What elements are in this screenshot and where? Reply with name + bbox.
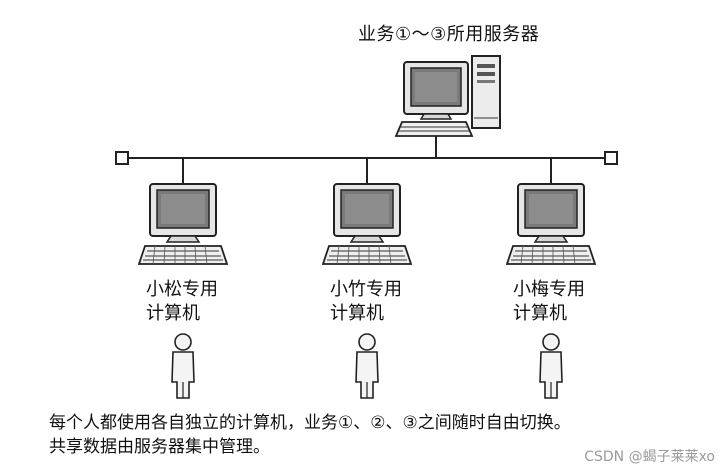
- server-title: 业务①～③所用服务器: [358, 24, 540, 45]
- desktop-computer-icon: [322, 183, 412, 265]
- caption-line: 共享数据由服务器集中管理。: [49, 437, 270, 457]
- caption: 每个人都使用各自独立的计算机，业务①、②、③之间随时自由切换。 共享数据由服务器…: [49, 411, 571, 459]
- computer-label-line: 计算机: [146, 303, 200, 324]
- computer-label-line: 小梅专用: [513, 279, 585, 300]
- computer-label-line: 小松专用: [146, 279, 218, 300]
- desktop-computer-icon: [506, 183, 596, 265]
- desktop-computer-icon: [138, 183, 228, 265]
- computer-label-matsu: 小松专用 计算机: [146, 278, 218, 326]
- caption-line: 每个人都使用各自独立的计算机，业务①、②、③之间随时自由切换。: [49, 413, 571, 433]
- network-bus-icon: [115, 136, 618, 183]
- computer-label-take: 小竹专用 计算机: [330, 278, 402, 326]
- computer-label-ume: 小梅专用 计算机: [513, 278, 585, 326]
- computer-label-line: 小竹专用: [330, 279, 402, 300]
- person-icon: [355, 333, 379, 399]
- computer-label-line: 计算机: [330, 303, 384, 324]
- person-icon: [171, 333, 195, 399]
- computer-label-line: 计算机: [513, 303, 567, 324]
- watermark: CSDN @蝎子莱莱xo: [584, 449, 715, 465]
- server-computer-icon: [394, 55, 501, 137]
- person-icon: [539, 333, 563, 399]
